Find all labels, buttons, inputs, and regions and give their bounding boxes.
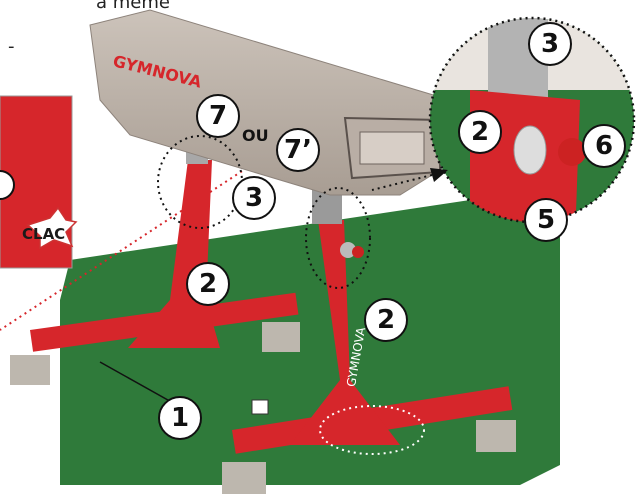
right-leg: [290, 220, 400, 445]
clac-label: CLAC: [22, 225, 66, 243]
callout-ou: OU: [242, 126, 269, 145]
callout-1: 1: [158, 396, 202, 440]
callout-2-right: 2: [364, 298, 408, 342]
caption-text: a même: [96, 0, 170, 13]
callout-2-left: 2: [186, 262, 230, 306]
callout-5: 5: [524, 198, 568, 242]
caption-text-2: -: [8, 36, 15, 57]
detail-circle-right: [428, 16, 636, 224]
callout-6: 6: [582, 124, 626, 168]
callout-7-prime: 7’: [276, 128, 320, 172]
callout-3-detail: 3: [528, 22, 572, 66]
arrow-head: [430, 168, 448, 182]
detail-ellipse-foot: [319, 405, 425, 455]
detail-ellipse-right: [305, 187, 371, 289]
callout-3-main: 3: [232, 176, 276, 220]
callout-7: 7: [196, 94, 240, 138]
callout-2-detail: 2: [458, 110, 502, 154]
